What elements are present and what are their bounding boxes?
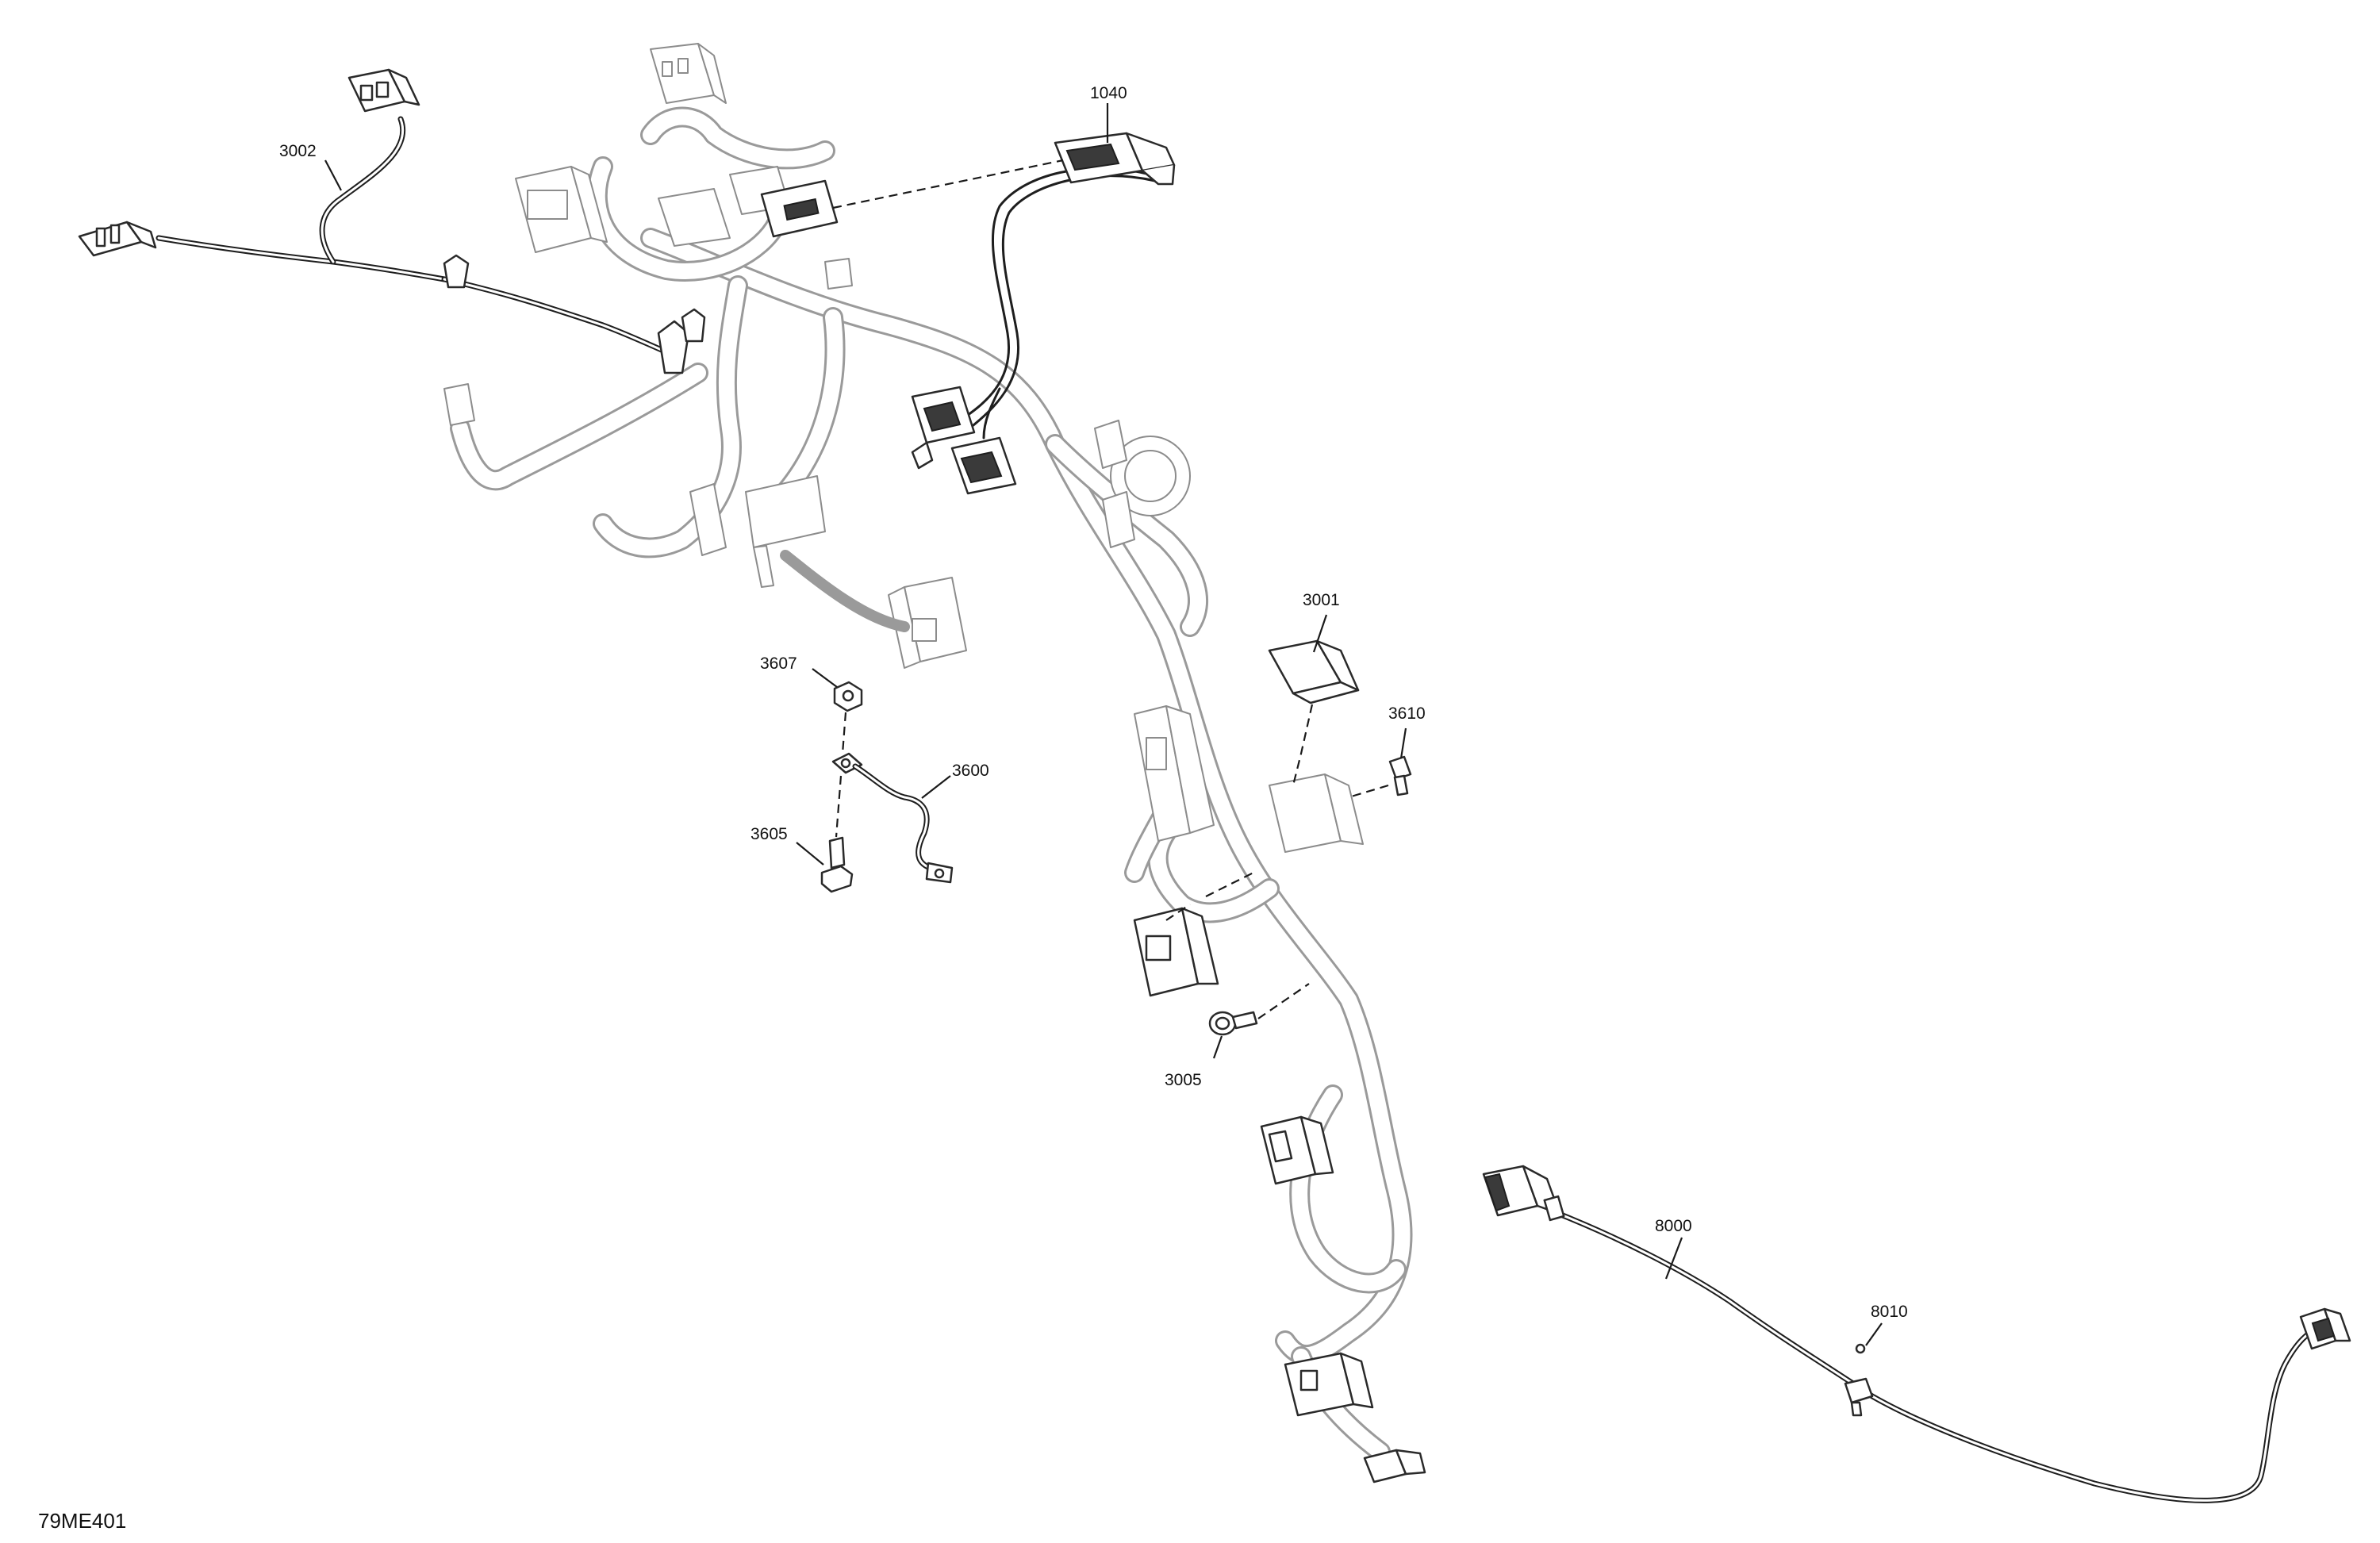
part-3607-nut	[812, 668, 863, 754]
callout-3607: 3607	[760, 654, 797, 673]
callout-8000: 8000	[1655, 1217, 1692, 1235]
part-3005-grommet	[1165, 872, 1310, 1059]
figure-reference: 79ME401	[38, 1509, 126, 1533]
connector-3002-left	[78, 221, 157, 257]
leader-3002	[324, 159, 342, 191]
central-connectors	[1094, 420, 1364, 997]
dashed-link-1040	[832, 159, 1064, 209]
clip-8010	[1844, 1322, 1883, 1417]
sensor-cable-8000	[1482, 1165, 2351, 1503]
part-3605-screw	[796, 775, 854, 893]
part-3600-ground-cable	[831, 752, 954, 884]
callout-8010: 8010	[1871, 1303, 1908, 1321]
top-connector-cluster	[515, 43, 853, 290]
callout-3005: 3005	[1165, 1071, 1202, 1089]
part-3001-cover	[1268, 614, 1360, 786]
harness-3002	[155, 116, 681, 360]
mid-connectors	[911, 386, 1017, 495]
connector-3002-top	[347, 68, 420, 113]
part-3610-screw	[1348, 727, 1412, 799]
callout-1040: 1040	[1090, 84, 1127, 102]
left-harness-connectors	[443, 383, 967, 669]
fastener-clip-icon	[443, 254, 706, 374]
callout-3600: 3600	[952, 762, 989, 780]
callout-3002: 3002	[279, 142, 317, 160]
callout-3610: 3610	[1388, 704, 1426, 723]
main-harness	[450, 106, 1413, 1462]
connector-1040	[958, 132, 1176, 430]
callout-3001: 3001	[1303, 591, 1340, 609]
callout-3605: 3605	[750, 825, 788, 843]
lower-connectors	[1260, 1115, 1426, 1484]
